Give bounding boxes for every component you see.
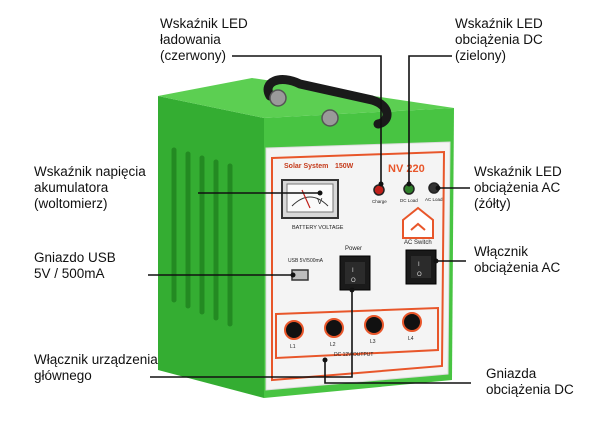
label-usb: Gniazdo USB 5V / 500mA	[34, 250, 116, 282]
led-ac-caption: AC Load	[425, 197, 443, 202]
led-dc-caption: DC Load	[400, 198, 418, 203]
dc-socket-3[interactable]	[364, 315, 384, 335]
dc-socket-3-label: L3	[370, 339, 376, 345]
dc-socket-1-label: L1	[290, 344, 296, 350]
dc-socket-2[interactable]	[324, 318, 344, 338]
ac-switch-off: O	[417, 272, 422, 278]
label-ac-switch: Włącznik obciążenia AC	[474, 244, 560, 276]
label-voltmeter: Wskaźnik napięcia akumulatora (woltomier…	[34, 164, 146, 212]
label-led-dc: Wskaźnik LED obciążenia DC (zielony)	[455, 16, 543, 64]
label-main-switch: Włącznik urządzenia głównego	[34, 352, 158, 384]
label-led-charge-line3: (czerwony)	[160, 48, 227, 63]
dc-socket-4[interactable]	[402, 312, 422, 332]
label-dc-outputs-line2: obciążenia DC	[486, 382, 574, 397]
panel-orange-frame	[271, 150, 446, 382]
meter-caption: BATTERY VOLTAGE	[292, 225, 344, 231]
led-charge-caption: Charge	[372, 199, 387, 204]
dc-output-sockets	[284, 312, 422, 340]
usb-caption: USB 5V/500mA	[288, 258, 324, 264]
label-led-ac-line3: (żółty)	[474, 196, 511, 211]
label-main-switch-line2: głównego	[34, 368, 92, 383]
dc-output-caption: DC 12V OUTPUT	[334, 352, 373, 358]
label-voltmeter-line1: Wskaźnik napięcia	[34, 164, 146, 179]
main-power-switch[interactable]	[339, 255, 371, 291]
main-switch-on: I	[352, 268, 354, 274]
label-led-dc-line2: obciążenia DC	[455, 32, 543, 47]
model-text: NV 220	[388, 163, 425, 175]
callout-lines	[148, 55, 471, 384]
ac-switch[interactable]	[405, 249, 437, 285]
label-led-charge-line2: ładowania	[160, 32, 221, 47]
power-text: 150W	[335, 163, 354, 170]
dc-output-frame	[275, 306, 439, 360]
power-caption: Power	[345, 246, 362, 252]
label-led-ac-line2: obciążenia AC	[474, 180, 561, 195]
ac-switch-on: I	[418, 262, 420, 268]
ac-switch-caption: AC Switch	[404, 240, 432, 246]
brand-text: Solar System	[284, 163, 328, 170]
label-voltmeter-line3: (woltomierz)	[34, 196, 108, 211]
label-led-ac-line1: Wskaźnik LED	[474, 164, 562, 179]
label-voltmeter-line2: akumulatora	[34, 180, 109, 195]
label-ac-switch-line1: Włącznik	[474, 244, 529, 259]
dc-socket-1[interactable]	[284, 320, 304, 340]
label-main-switch-line1: Włącznik urządzenia	[34, 352, 158, 367]
main-switch-off: O	[351, 278, 356, 284]
label-ac-switch-line2: obciążenia AC	[474, 260, 561, 275]
label-led-ac: Wskaźnik LED obciążenia AC (żółty)	[474, 164, 562, 212]
dc-socket-2-label: L2	[330, 342, 336, 348]
callout-dots	[290, 181, 441, 363]
label-led-dc-line1: Wskaźnik LED	[455, 16, 543, 31]
voltmeter	[281, 179, 339, 219]
led-charge	[373, 184, 385, 196]
meter-unit: V	[317, 197, 323, 206]
dc-socket-4-label: L4	[408, 336, 414, 342]
label-led-charge-line1: Wskaźnik LED	[160, 16, 248, 31]
label-usb-line2: 5V / 500mA	[34, 266, 105, 281]
housing-side	[158, 96, 264, 398]
label-led-charge: Wskaźnik LED ładowania (czerwony)	[160, 16, 248, 64]
label-usb-line1: Gniazdo USB	[34, 250, 116, 265]
carry-handle	[263, 75, 392, 129]
label-dc-outputs: Gniazda obciążenia DC	[486, 366, 574, 398]
label-dc-outputs-line1: Gniazda	[486, 366, 537, 381]
recycle-house-icon	[402, 206, 434, 239]
label-led-dc-line3: (zielony)	[455, 48, 507, 63]
